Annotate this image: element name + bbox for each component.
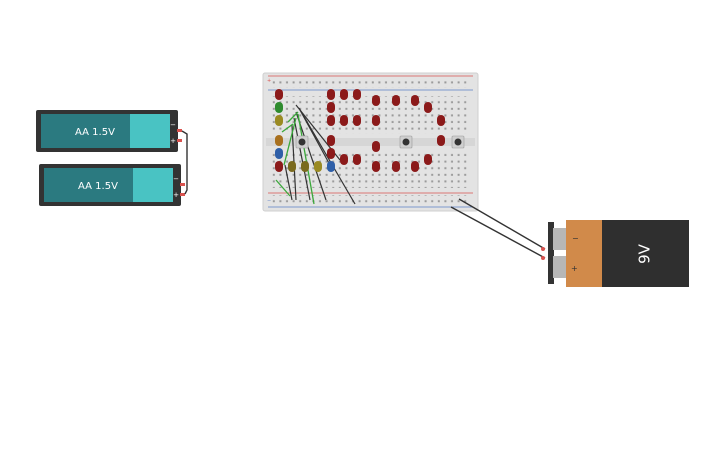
battery-cap — [130, 114, 170, 148]
wire[interactable] — [293, 117, 311, 201]
wire[interactable] — [298, 107, 356, 205]
terminal-plus[interactable] — [177, 139, 182, 142]
led-icon[interactable] — [327, 115, 335, 126]
battery-9v-terminal-plus[interactable] — [553, 256, 567, 278]
wire[interactable] — [295, 111, 327, 201]
aa-battery-1[interactable]: AA 1.5V − + — [36, 110, 182, 152]
led-icon[interactable] — [411, 95, 419, 106]
plus-symbol: + — [173, 191, 179, 199]
wire[interactable] — [284, 164, 293, 201]
led-icon[interactable] — [275, 89, 283, 100]
aa-battery-2[interactable]: AA 1.5V − + — [39, 164, 185, 206]
battery-9v-body — [566, 220, 603, 287]
minus-symbol: − — [572, 234, 579, 243]
led-icon[interactable] — [411, 161, 419, 172]
battery-body — [41, 114, 130, 148]
rail-minus-symbol: − — [267, 198, 271, 204]
led-icon[interactable] — [275, 135, 283, 146]
led-icon[interactable] — [353, 115, 361, 126]
led-icon[interactable] — [437, 135, 445, 146]
battery-wire-minus[interactable] — [450, 206, 546, 259]
led-icon[interactable] — [392, 161, 400, 172]
led-icon[interactable] — [340, 89, 348, 100]
battery-link-wire[interactable] — [181, 130, 188, 195]
pushbutton-icon[interactable] — [399, 135, 413, 149]
led-icon[interactable] — [340, 115, 348, 126]
terminal-minus[interactable] — [180, 183, 185, 186]
led-icon[interactable] — [372, 115, 380, 126]
wire-green[interactable] — [283, 117, 297, 166]
led-icon[interactable] — [275, 161, 283, 172]
led-icon[interactable] — [353, 89, 361, 100]
led-icon[interactable] — [372, 141, 380, 152]
led-icon[interactable] — [275, 115, 283, 126]
battery-label: AA 1.5V — [75, 127, 115, 138]
wire[interactable] — [299, 109, 331, 166]
led-icon[interactable] — [372, 95, 380, 106]
battery-label: AA 1.5V — [78, 181, 118, 192]
pushbutton-icon[interactable] — [295, 135, 309, 149]
terminal-plus[interactable] — [180, 193, 185, 196]
led-icon[interactable] — [288, 161, 296, 172]
wire-green[interactable] — [297, 113, 315, 205]
led-icon[interactable] — [327, 135, 335, 146]
led-group[interactable] — [275, 89, 445, 172]
battery-9v-connector — [548, 222, 554, 284]
battery-9v-label: 9V — [636, 243, 654, 264]
led-icon[interactable] — [392, 95, 400, 106]
led-icon[interactable] — [372, 161, 380, 172]
led-icon[interactable] — [327, 148, 335, 159]
terminal-minus[interactable] — [177, 129, 182, 132]
wire-green[interactable] — [275, 179, 291, 197]
led-icon[interactable] — [437, 115, 445, 126]
wire-green[interactable] — [287, 111, 299, 123]
led-icon[interactable] — [327, 102, 335, 113]
wire-end[interactable] — [541, 247, 545, 251]
battery-cap — [133, 168, 173, 202]
upper-terminal-holes[interactable] — [272, 96, 470, 134]
battery-wire-plus[interactable] — [458, 198, 546, 250]
minus-symbol: − — [173, 175, 179, 183]
battery-9v-label-panel — [602, 220, 689, 287]
minus-symbol: − — [170, 121, 176, 129]
led-icon[interactable] — [275, 148, 283, 159]
led-icon[interactable] — [301, 161, 309, 172]
battery-9v-terminal-minus[interactable] — [553, 228, 567, 250]
led-icon[interactable] — [327, 89, 335, 100]
plus-symbol: + — [571, 264, 578, 273]
led-icon[interactable] — [424, 154, 432, 165]
led-icon[interactable] — [424, 102, 432, 113]
led-icon[interactable] — [340, 154, 348, 165]
led-icon[interactable] — [314, 161, 322, 172]
led-icon[interactable] — [327, 161, 335, 172]
bottom-rail-holes[interactable] — [272, 195, 470, 205]
rail-plus-symbol: + — [267, 78, 271, 84]
top-rail-holes[interactable] — [272, 78, 470, 88]
wire-green[interactable] — [281, 123, 294, 133]
wire-end[interactable] — [541, 256, 545, 260]
battery-9v[interactable]: − + 9V — [541, 220, 689, 287]
center-channel — [266, 138, 475, 146]
battery-body — [44, 168, 133, 202]
led-icon[interactable] — [353, 154, 361, 165]
plus-symbol: + — [170, 137, 176, 145]
led-icon[interactable] — [275, 102, 283, 113]
pushbutton-icon[interactable] — [451, 135, 465, 149]
